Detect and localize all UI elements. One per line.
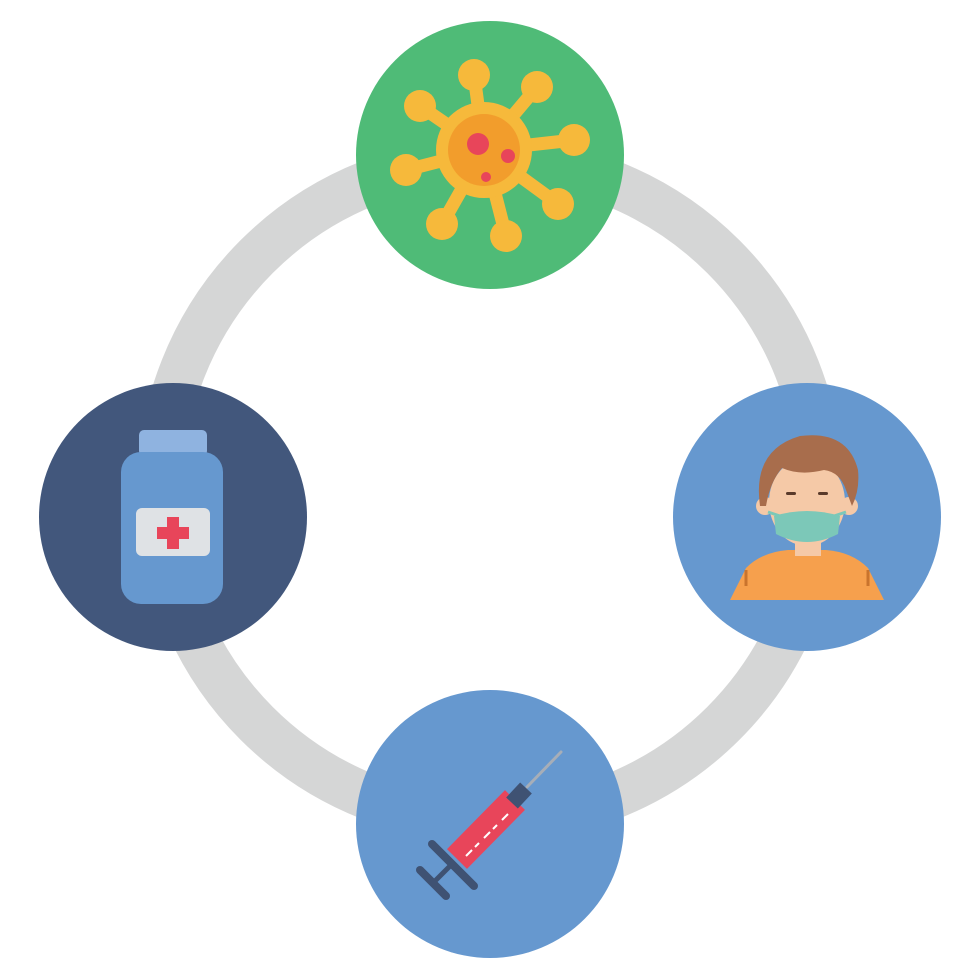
node-medicine-bottle	[39, 383, 307, 651]
syringe-icon	[416, 750, 563, 900]
medicine-bottle-icon	[121, 430, 223, 604]
node-virus	[356, 21, 624, 289]
masked-person-icon	[730, 435, 884, 600]
node-syringe	[356, 690, 624, 958]
virus-icon	[390, 59, 590, 252]
node-masked-person	[673, 383, 941, 651]
